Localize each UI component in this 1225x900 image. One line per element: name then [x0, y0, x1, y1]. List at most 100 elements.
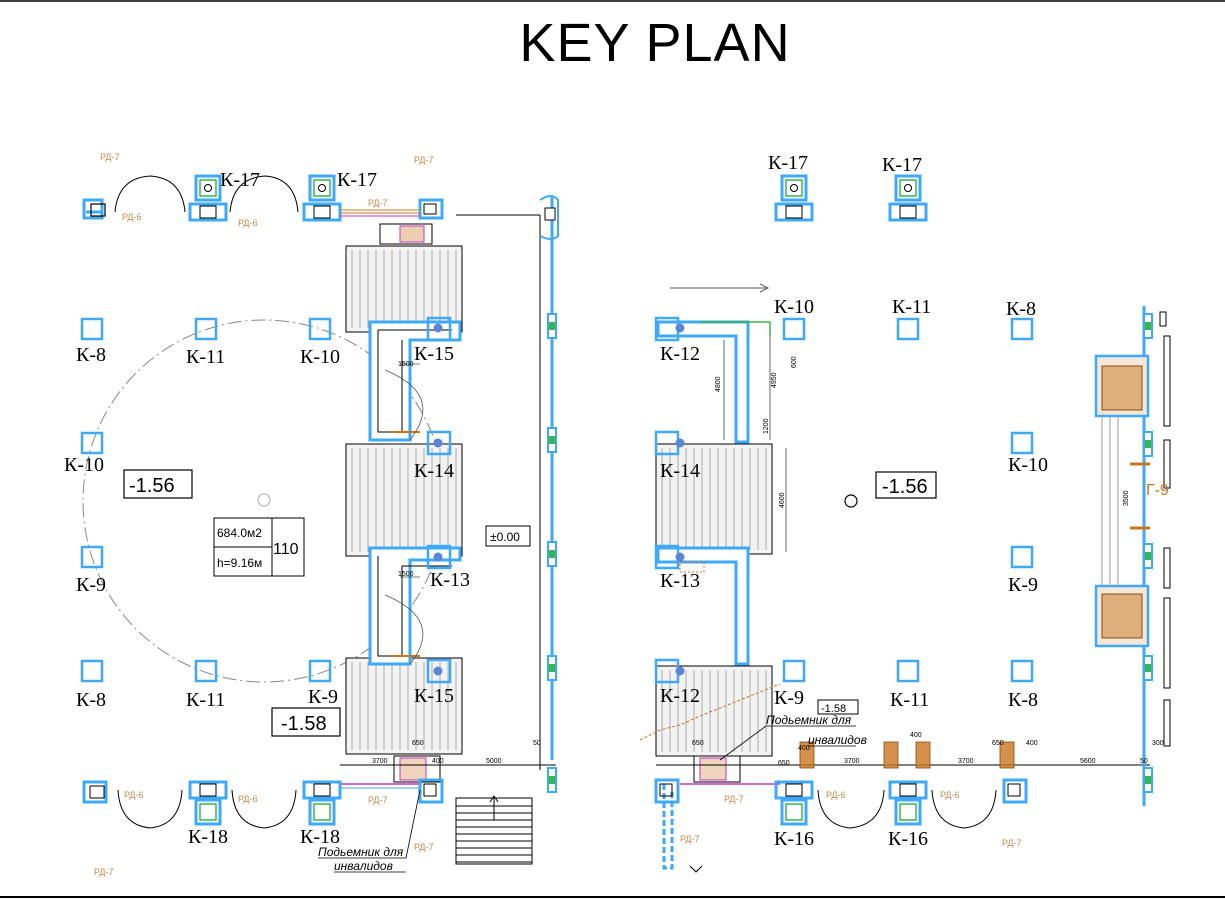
col-label-k12-a: К-12 [660, 343, 700, 365]
right-facade [1094, 306, 1171, 806]
mullion-core [1145, 776, 1151, 784]
door-tag: РД-6 [238, 794, 258, 804]
dim-label: 1500 [398, 361, 414, 368]
lift-note-line2-right: инвалидов [808, 733, 867, 747]
col-label-k9-d: К-9 [774, 687, 804, 709]
door-tag: РД-7 [680, 834, 700, 844]
dim-label: 3700 [844, 758, 860, 765]
col-label-k18-a: К-18 [188, 826, 228, 848]
dim-label: 50 [1140, 758, 1148, 765]
elevation-mark-left: -1.56 [129, 475, 175, 497]
right-plan [639, 174, 1171, 870]
room-number: 110 [273, 541, 299, 558]
col-label-k8-b: К-8 [76, 689, 106, 711]
col-label-k10-c: К-10 [774, 296, 814, 318]
door-tag: РД-6 [940, 790, 960, 800]
col-label-k14-b: К-14 [660, 460, 700, 482]
left-top-wall [82, 174, 444, 222]
door-tag: РД-7 [368, 198, 388, 208]
left-bottom-wall [82, 778, 444, 829]
col-label-k13-a: К-13 [430, 569, 470, 591]
col-label-k9-b: К-9 [308, 686, 338, 708]
col-label-k9-a: К-9 [76, 574, 106, 596]
dim-label: 3500 [1123, 490, 1130, 506]
col-label-k8-a: К-8 [76, 344, 106, 366]
room-area: 684.0м2 [217, 526, 262, 540]
col-label-k10-a: К-10 [300, 346, 340, 368]
door-tag: РД-7 [414, 842, 434, 852]
col-label-k17-d: К-17 [882, 154, 922, 176]
col-label-k11-d: К-11 [890, 689, 929, 711]
mullion-core [549, 550, 555, 558]
door-tag: РД-7 [724, 794, 744, 804]
col-label-k17-c: К-17 [768, 152, 808, 174]
room-tag [213, 517, 305, 577]
mullion-core [549, 664, 555, 672]
elevation-mark-left-low: -1.58 [281, 713, 327, 735]
col-label-k9-c: К-9 [1008, 574, 1038, 596]
col-label-k16-a: К-16 [774, 828, 814, 850]
turnstiles [799, 741, 1015, 769]
door-tag: РД-7 [414, 155, 434, 165]
right-top-columns [774, 174, 928, 222]
lift-note-line1-right: Подьемник для [766, 713, 852, 727]
dim-label: 1200 [763, 418, 770, 434]
mullion-core [1145, 440, 1151, 448]
door-tag: РД-6 [826, 790, 846, 800]
elevation-mark-right-low: -1.58 [821, 703, 846, 715]
dim-label: 50 [533, 740, 541, 747]
col-label-k8-c: К-8 [1006, 298, 1036, 320]
dim-label: 600 [791, 356, 798, 368]
mullion-core [1145, 664, 1151, 672]
door-tag: РД-7 [94, 867, 114, 877]
col-label-k11-a: К-11 [186, 346, 225, 368]
col-label-k16-b: К-16 [888, 828, 928, 850]
right-stair-core [639, 316, 1150, 870]
dim-label: 5000 [486, 758, 502, 765]
left-stair-block [340, 195, 559, 865]
dim-label: 3700 [958, 758, 974, 765]
col-label-k10-b: К-10 [64, 454, 104, 476]
col-label-k15-a: К-15 [414, 343, 454, 365]
dim-label: 5600 [1080, 758, 1096, 765]
col-label-k14-a: К-14 [414, 460, 454, 482]
col-label-k12-b: К-12 [660, 685, 700, 707]
left-columns [80, 317, 332, 683]
lift-note-line1: Подьемник для [318, 845, 404, 859]
mullion-core [1145, 322, 1151, 330]
dim-label: 650 [992, 740, 1004, 747]
col-label-k11-c: К-11 [892, 296, 931, 318]
col-label-k18-b: К-18 [300, 826, 340, 848]
mullion-core [549, 322, 555, 330]
door-tag: РД-7 [368, 795, 388, 805]
col-label-k13-b: К-13 [660, 570, 700, 592]
drawing-title: KEY PLAN [519, 13, 791, 73]
door-tag: РД-7 [1002, 838, 1022, 848]
dim-label: 400 [1026, 740, 1038, 747]
door-tag: РД-6 [122, 212, 142, 222]
right-bottom-wall [654, 741, 1028, 829]
col-label-k10-d: К-10 [1008, 454, 1048, 476]
elevation-mark-zero: ±0.00 [490, 530, 520, 544]
door-tag: РД-7 [100, 152, 120, 162]
dim-label: 650 [412, 740, 424, 747]
dim-label: 4600 [779, 492, 786, 508]
right-columns [782, 317, 1034, 683]
elevation-mark-right: -1.56 [882, 476, 928, 498]
mullion-core [549, 436, 555, 444]
col-label-k8-d: К-8 [1008, 689, 1038, 711]
col-label-k17-b: К-17 [337, 169, 377, 191]
mullion-core [1145, 552, 1151, 560]
lift-note-line2: инвалидов [334, 859, 393, 873]
dim-label: 4800 [715, 376, 722, 392]
door-tag: РД-6 [238, 218, 258, 228]
dim-label: 650 [778, 760, 790, 767]
left-plan [80, 174, 559, 865]
dim-label: 400 [798, 745, 810, 752]
dim-label: 400 [432, 758, 444, 765]
gate-label: Г-9 [1146, 482, 1169, 499]
col-label-k15-b: К-15 [414, 685, 454, 707]
dim-label: 3700 [372, 758, 388, 765]
